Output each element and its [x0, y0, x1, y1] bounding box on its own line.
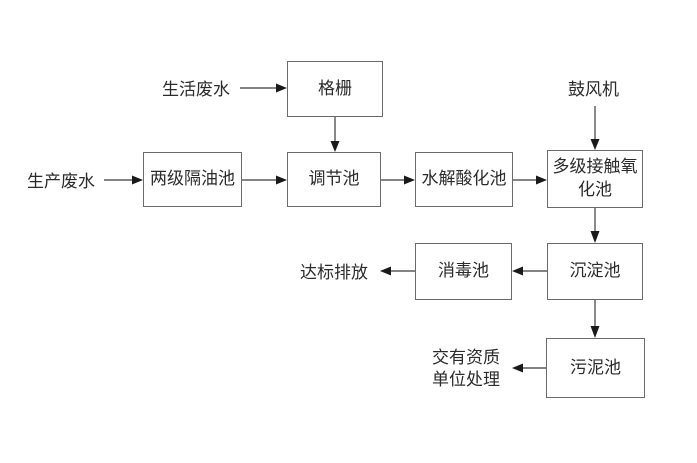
arrow-production-to-oilseparator — [104, 175, 143, 185]
label-standard-discharge: 达标排放 — [300, 263, 368, 282]
arrow-hydrolysis-to-oxidation — [513, 175, 547, 185]
arrow-screen-to-regulating — [330, 117, 340, 152]
node-multistage-contact-oxidation-tank: 多级接触氧化池 — [547, 150, 643, 208]
arrow-sedimentation-to-disinfection — [512, 266, 547, 276]
node-sludge-tank: 污泥池 — [546, 338, 645, 398]
node-two-stage-oil-separator-label: 两级隔油池 — [150, 169, 235, 189]
arrow-sludge-to-qualified-unit — [512, 363, 546, 373]
arrow-blower-to-oxidation — [590, 106, 600, 150]
node-disinfection-tank-label: 消毒池 — [438, 261, 489, 281]
node-two-stage-oil-separator: 两级隔油池 — [143, 152, 242, 207]
node-regulating-tank-label: 调节池 — [308, 169, 360, 189]
node-sedimentation-tank-label: 沉淀池 — [569, 261, 621, 281]
label-blower: 鼓风机 — [568, 80, 619, 99]
node-multistage-contact-oxidation-tank-label: 多级接触氧化池 — [552, 157, 638, 199]
arrow-disinfection-to-discharge — [380, 266, 415, 276]
node-disinfection-tank: 消毒池 — [415, 243, 512, 300]
label-qualified-unit-disposal: 交有资质 单位处理 — [432, 348, 500, 390]
arrow-sedimentation-to-sludge — [590, 300, 600, 338]
arrow-oilseparator-to-regulating — [242, 175, 287, 185]
node-sedimentation-tank: 沉淀池 — [547, 243, 643, 300]
label-domestic-wastewater: 生活废水 — [162, 80, 230, 99]
arrow-domestic-to-screen — [240, 83, 287, 93]
node-hydrolysis-acidification-tank: 水解酸化池 — [415, 152, 513, 207]
label-production-wastewater: 生产废水 — [27, 172, 95, 191]
node-bar-screen: 格栅 — [287, 61, 383, 117]
node-hydrolysis-acidification-tank-label: 水解酸化池 — [421, 169, 507, 189]
arrow-oxidation-to-sedimentation — [590, 208, 600, 243]
node-bar-screen-label: 格栅 — [318, 78, 352, 98]
node-regulating-tank: 调节池 — [287, 152, 381, 207]
node-sludge-tank-label: 污泥池 — [570, 357, 621, 377]
